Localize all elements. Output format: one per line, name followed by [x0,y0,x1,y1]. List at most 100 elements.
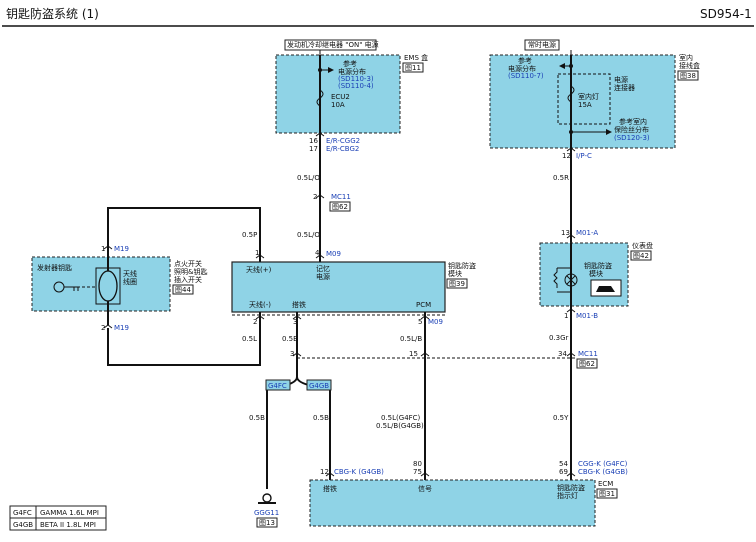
mc11-mid-pin34: 34 [558,350,567,358]
m09-pin1: 1 [255,249,259,257]
m09-pin4: 4 [315,249,320,257]
wire-label: 0.5R [553,174,569,182]
cluster-pin1: 1 [564,312,568,320]
engine-tag-g4fc: G4FC [268,382,287,390]
ems-dist: 电源分布 [338,67,366,76]
ground-icon [262,493,272,503]
wire-label: 0.3Gr [549,334,569,342]
ems-con16[interactable]: E/R-CGG2 [326,137,360,145]
ems-fuse: ECU2 [331,93,350,101]
cluster-box [539,242,629,307]
room-link[interactable]: (SD110-7) [508,72,544,80]
m09-top-name[interactable]: M09 [326,250,341,258]
coil-antenna1: 天线 [123,269,137,278]
indicator-lamp-icon [564,273,578,287]
room-pin: 12 [562,152,571,160]
immo-mid2: 电源 [316,272,330,281]
coil-side3: 插入开关 [174,275,202,284]
wire-label: 0.5P [242,231,257,239]
ecm-con54[interactable]: CGG-K (G4FC) [578,460,628,468]
mc11-mid-ref: 图62 [579,360,595,368]
mc11-top-pin: 2 [313,193,317,201]
immo-module [231,261,446,313]
ecm-pin54: 54 [559,460,568,468]
room-link2[interactable]: (SD120-3) [614,134,650,142]
ems-ref-note: 参考 [343,59,357,68]
wire-label: 0.5Y [553,414,569,422]
diagram-code: SD954-1 [700,7,752,21]
immo-mid1: 记忆 [316,264,330,273]
wire-label: 0.5B [249,414,265,422]
coil-con-top[interactable]: M19 [114,245,129,253]
ecm-con69[interactable]: CBG-K (G4GB) [578,468,628,476]
room-dist2: 保险丝分布 [614,125,649,134]
cluster-lamp2: 模块 [589,269,603,278]
ecm-l3a: 钥匙防盗 [557,483,585,492]
room-name2: 接线盒 [679,61,700,70]
wire-label: 0.5L/O [297,174,320,182]
ems-box [275,54,401,134]
legend-desc: BETA II 1.8L MPI [40,521,96,529]
ecm-con12[interactable]: CBG-K (G4GB) [334,468,384,476]
ems-pin17: 17 [309,145,318,153]
immo-bm: 搭铁 [292,300,306,309]
ecm-name: ECM [598,480,613,488]
coil-side2: 照明&钥匙 [174,267,207,276]
cluster-con-bot[interactable]: M01-B [576,312,598,320]
ems-amp: 10A [331,101,345,109]
immo-con[interactable]: M09 [428,318,443,326]
room-ref2: 参考室内 [619,117,647,126]
ground-name[interactable]: GGG11 [254,509,279,517]
room-conn2: 连接器 [614,83,635,92]
coil-antenna2: 线圈 [123,277,137,286]
ems-box-ref: 图11 [405,64,421,72]
immo-pin3: 3 [293,318,297,326]
wire-label: 0.5L/B [400,335,422,343]
room-con[interactable]: I/P-C [576,152,592,160]
room-conn1: 电源 [614,75,628,84]
ecm-pin12: 12 [320,468,329,476]
wire-label: 0.5B [313,414,329,422]
coil-con-bot[interactable]: M19 [114,324,129,332]
arrow-icon [328,67,334,73]
room-amp: 15A [578,101,592,109]
coil-ref: 图44 [175,286,191,294]
mc11-top-name[interactable]: MC11 [331,193,351,201]
immo-name1: 钥匙防盗 [448,261,476,270]
legend-code: G4FC [13,509,32,517]
coil-pin-bot: 2 [101,324,105,332]
ecm-pin69: 69 [559,468,568,476]
arrow-icon [559,63,565,69]
wire-label: 0.5L(G4FC) [381,414,421,422]
arrow-icon [606,129,612,135]
room-top-label: 常时电源 [528,40,556,49]
legend-desc: GAMMA 1.6L MPI [40,509,99,517]
immo-left: 天线(+) [246,265,272,274]
ems-link2[interactable]: (SD110-4) [338,82,374,90]
car-icon [596,286,615,292]
cluster-con-top[interactable]: M01-A [576,229,598,237]
wire-label: 0.5L/O [297,231,320,239]
wire-label: 0.5L/B(G4GB) [376,422,424,430]
mc11-mid-pin3: 3 [290,350,294,358]
immo-pin2: 2 [253,318,257,326]
room-ref-note: 参考 [518,56,532,65]
ems-con17[interactable]: E/R-CBG2 [326,145,359,153]
immo-ref: 图39 [449,280,465,288]
ecm-pin80: 80 [413,460,422,468]
mc11-top-ref: 图62 [332,203,348,211]
ems-link1[interactable]: (SD110-3) [338,75,374,83]
wire-label: 0.5L [242,335,257,343]
ems-top-frame [284,39,377,51]
room-name: 室内 [679,53,693,62]
mc11-mid-name[interactable]: MC11 [578,350,598,358]
room-ref: 图38 [680,72,696,80]
cluster-ref: 图42 [633,252,649,260]
immo-br: PCM [416,301,431,309]
immo-name2: 模块 [448,269,462,278]
cluster-pin13: 13 [561,229,570,237]
ems-top-label: 发动机冷却继电器 "ON" 电源 [287,40,379,49]
ems-box-name: EMS 盒 [404,53,428,62]
room-dist: 电源分布 [508,64,536,73]
